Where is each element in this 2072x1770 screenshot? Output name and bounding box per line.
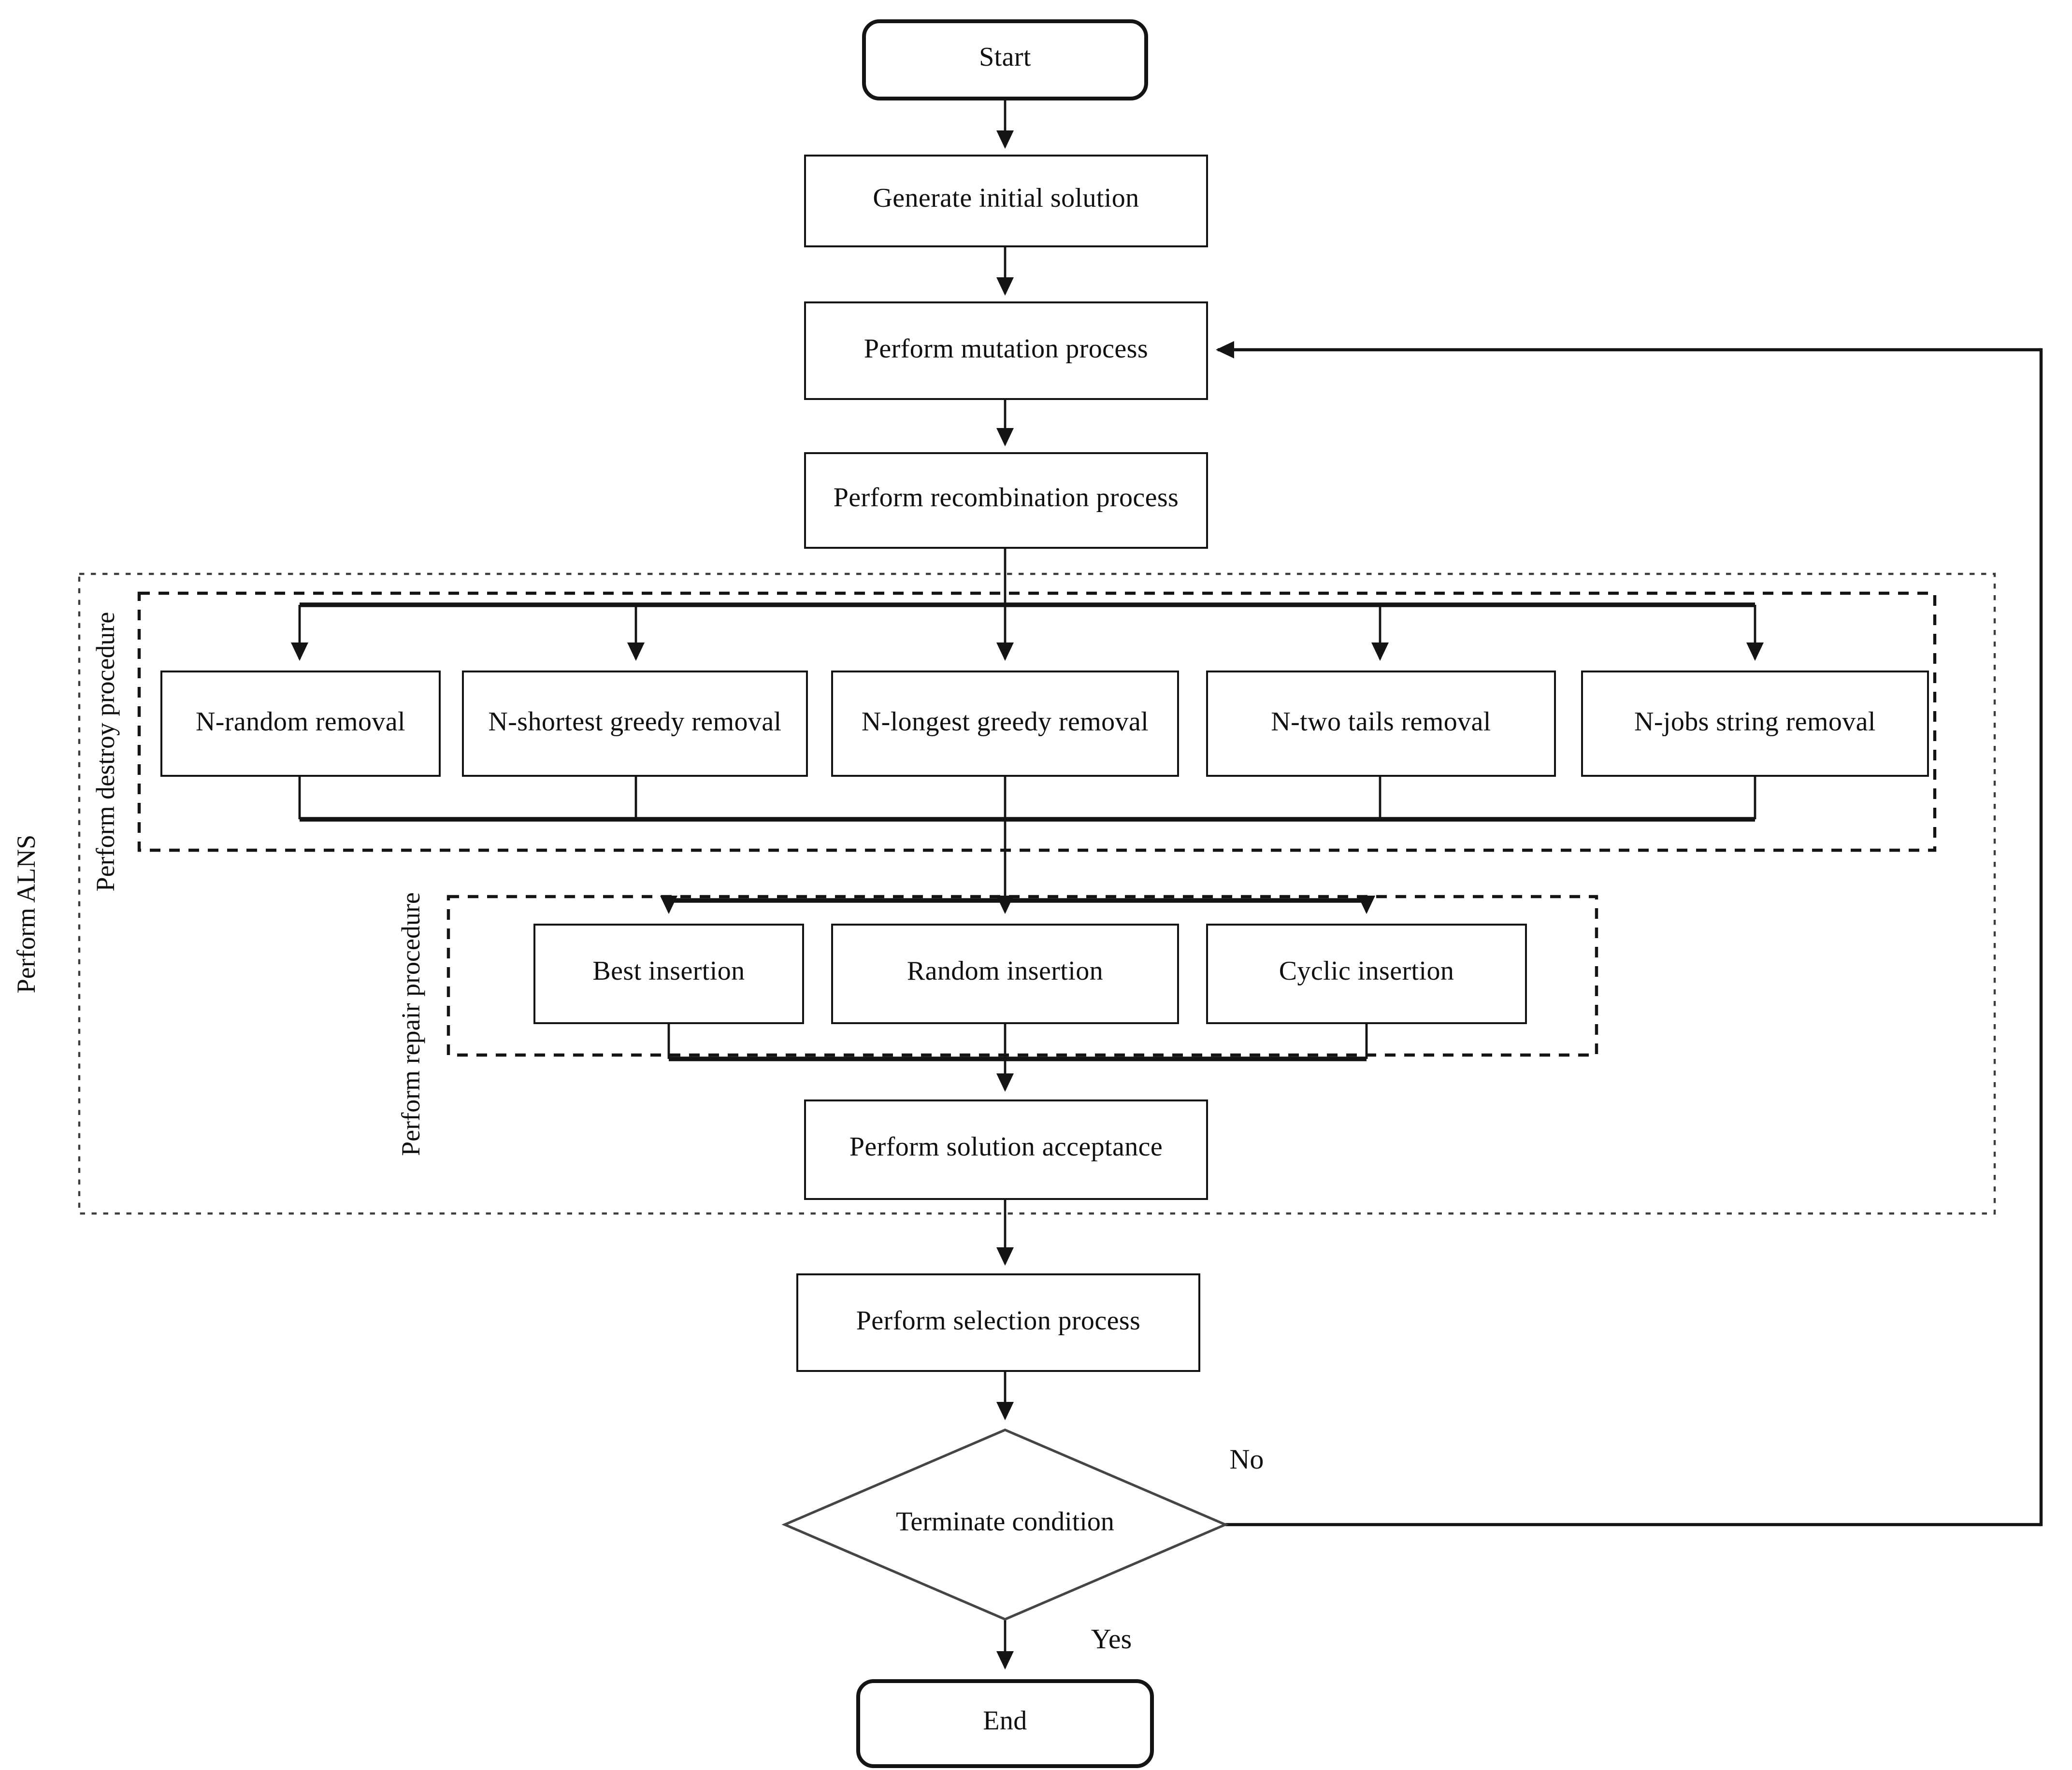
repair-group-label: Perform repair procedure [396, 892, 425, 1156]
repair-branch-edges [660, 896, 1375, 1061]
node-start: Start [862, 19, 1148, 100]
node-terminate-condition: Terminate condition [831, 1499, 1179, 1550]
node-n-random-removal: N-random removal [160, 671, 441, 777]
cyclic-insertion-label: Cyclic insertion [1279, 959, 1454, 988]
destroy-group-label: Perform destroy procedure [91, 612, 120, 892]
node-solution-acceptance: Perform solution acceptance [804, 1099, 1208, 1200]
selection-process-label: Perform selection process [856, 1308, 1141, 1337]
alns-group-frame [78, 572, 1996, 1215]
n-random-removal-label: N-random removal [195, 709, 405, 738]
alns-group-label: Perform ALNS [12, 834, 41, 994]
node-generate-initial-solution: Generate initial solution [804, 155, 1208, 247]
node-mutation-process: Perform mutation process [804, 301, 1208, 400]
yes-branch-label: Yes [1091, 1625, 1132, 1656]
node-n-longest-greedy-removal: N-longest greedy removal [831, 671, 1179, 777]
node-selection-process: Perform selection process [796, 1273, 1200, 1372]
node-n-jobs-string-removal: N-jobs string removal [1581, 671, 1929, 777]
best-insertion-label: Best insertion [592, 959, 745, 988]
solution-acceptance-label: Perform solution acceptance [849, 1135, 1163, 1164]
node-cyclic-insertion: Cyclic insertion [1206, 924, 1527, 1024]
node-n-two-tails-removal: N-two tails removal [1206, 671, 1556, 777]
repair-group-frame [446, 895, 1598, 1057]
node-start-label: Start [979, 45, 1031, 74]
node-best-insertion: Best insertion [533, 924, 804, 1024]
destroy-group-frame [137, 591, 1937, 852]
destroy-branch-edges [291, 602, 1764, 822]
feedback-loop-edges [1216, 341, 2043, 1527]
n-longest-greedy-removal-label: N-longest greedy removal [861, 709, 1149, 738]
node-end: End [856, 1679, 1154, 1768]
n-shortest-greedy-removal-label: N-shortest greedy removal [488, 709, 782, 738]
terminate-diamond-shape [781, 1428, 1229, 1621]
random-insertion-label: Random insertion [906, 959, 1104, 988]
n-two-tails-removal-label: N-two tails removal [1271, 709, 1491, 738]
node-random-insertion: Random insertion [831, 924, 1179, 1024]
node-recombination-process: Perform recombination process [804, 452, 1208, 549]
n-jobs-string-removal-label: N-jobs string removal [1634, 709, 1876, 738]
node-generate-label: Generate initial solution [873, 186, 1139, 215]
node-n-shortest-greedy-removal: N-shortest greedy removal [462, 671, 808, 777]
node-mutation-label: Perform mutation process [863, 336, 1149, 365]
terminate-condition-label: Terminate condition [896, 1509, 1114, 1538]
node-end-label: End [983, 1709, 1027, 1738]
node-recombination-label: Perform recombination process [833, 485, 1179, 515]
no-branch-label: No [1229, 1445, 1264, 1476]
